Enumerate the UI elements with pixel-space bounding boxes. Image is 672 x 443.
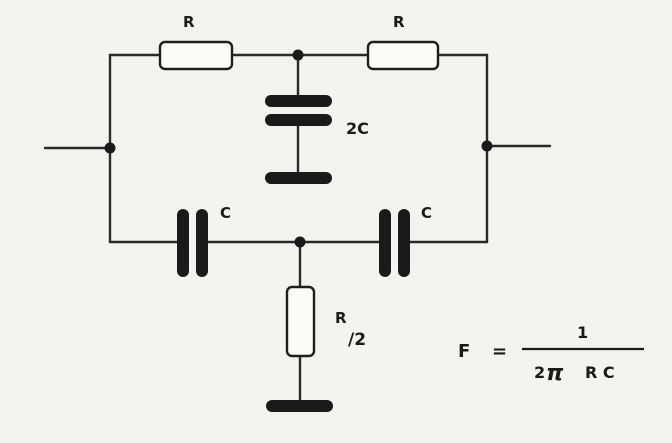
- ground-plate-bottom: [266, 400, 333, 412]
- capacitor-2c-plate-bottom: [265, 114, 332, 126]
- formula-denominator-two: 2: [534, 363, 545, 382]
- label-middle-capacitor: 2C: [346, 119, 369, 138]
- resistor-bottom-half: [285, 285, 316, 358]
- label-bottom-left-capacitor: C: [220, 204, 231, 222]
- node-top-middle: [292, 49, 304, 61]
- capacitor-2c: [265, 95, 332, 126]
- resistor-top-left: [158, 40, 234, 71]
- node-output: [481, 140, 493, 152]
- label-bottom-resistor-main: R: [335, 309, 347, 327]
- formula-equals: =: [492, 341, 507, 362]
- capacitor-bottom-right-plate-1: [379, 209, 391, 277]
- node-input: [104, 142, 116, 154]
- wires: [43, 53, 552, 406]
- label-bottom-right-capacitor: C: [421, 204, 432, 222]
- resistor-top-right: [366, 40, 440, 71]
- resonance-formula: F = 1 2 π R C: [458, 323, 644, 386]
- capacitor-bottom-left: [177, 209, 208, 277]
- formula-denominator-pi: π: [546, 361, 564, 386]
- label-bottom-resistor-sub: /2: [348, 330, 366, 350]
- capacitor-bottom-left-plate-2: [196, 209, 208, 277]
- ground-plate-middle: [265, 172, 332, 184]
- label-top-left-resistor: R: [183, 13, 195, 31]
- capacitor-bottom-left-plate-1: [177, 209, 189, 277]
- capacitor-bottom-right: [379, 209, 410, 277]
- node-bottom-middle: [294, 236, 306, 248]
- formula-lhs: F: [458, 341, 470, 362]
- formula-numerator: 1: [577, 323, 588, 342]
- capacitor-2c-plate-top: [265, 95, 332, 107]
- label-top-right-resistor: R: [393, 13, 405, 31]
- capacitor-bottom-right-plate-2: [398, 209, 410, 277]
- formula-denominator-rc: R C: [585, 363, 615, 382]
